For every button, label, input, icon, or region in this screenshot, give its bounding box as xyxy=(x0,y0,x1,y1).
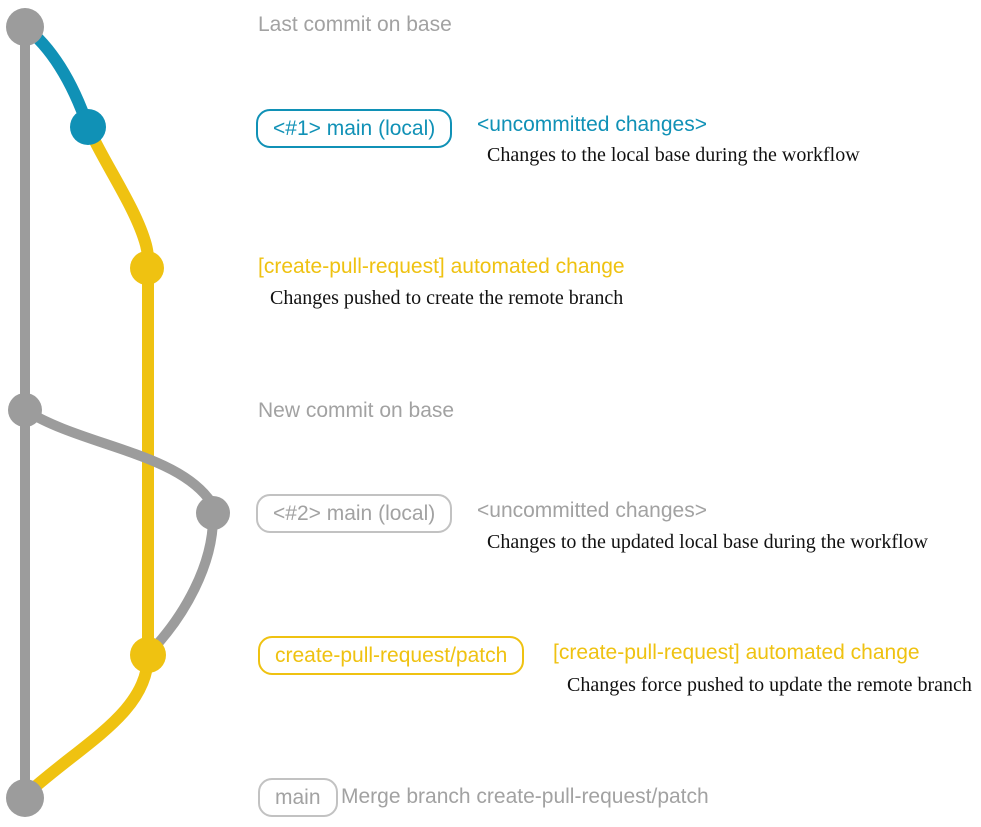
automated-change-description-1: Changes pushed to create the remote bran… xyxy=(270,287,624,309)
updated-local-main-branch-line xyxy=(20,405,219,655)
uncommitted-changes-annotation-2: <uncommitted changes> xyxy=(477,499,707,522)
automated-change-description-2: Changes force pushed to update the remot… xyxy=(567,674,972,696)
branch-badge-main-local-2: <#2> main (local) xyxy=(256,494,453,533)
commit-node-new-base xyxy=(8,393,42,427)
uncommitted-changes-annotation-1: <uncommitted changes> xyxy=(477,113,707,136)
automated-change-annotation-1: [create-pull-request] automated change xyxy=(258,255,625,278)
automated-change-annotation-2: [create-pull-request] automated change xyxy=(553,641,920,664)
commit-node-merge xyxy=(6,779,44,817)
uncommitted-changes-description-2: Changes to the updated local base during… xyxy=(487,531,928,553)
commit-node-automated-change-2 xyxy=(130,637,166,673)
commit-node-last-base xyxy=(6,8,44,46)
new-commit-label: New commit on base xyxy=(258,399,455,422)
branch-badge-patch: create-pull-request/patch xyxy=(258,636,525,675)
patch-branch-line xyxy=(22,121,154,799)
merge-commit-label: Merge branch create-pull-request/patch xyxy=(341,785,709,808)
commit-graph xyxy=(6,8,230,817)
branch-badge-main-local-1: <#1> main (local) xyxy=(256,109,453,148)
commit-node-automated-change-1 xyxy=(130,251,164,285)
last-commit-label: Last commit on base xyxy=(258,13,452,36)
commit-node-uncommitted-1 xyxy=(70,109,106,145)
branch-badge-main: main xyxy=(258,778,338,817)
uncommitted-changes-description-1: Changes to the local base during the wor… xyxy=(487,144,860,166)
commit-node-uncommitted-2 xyxy=(196,496,230,530)
